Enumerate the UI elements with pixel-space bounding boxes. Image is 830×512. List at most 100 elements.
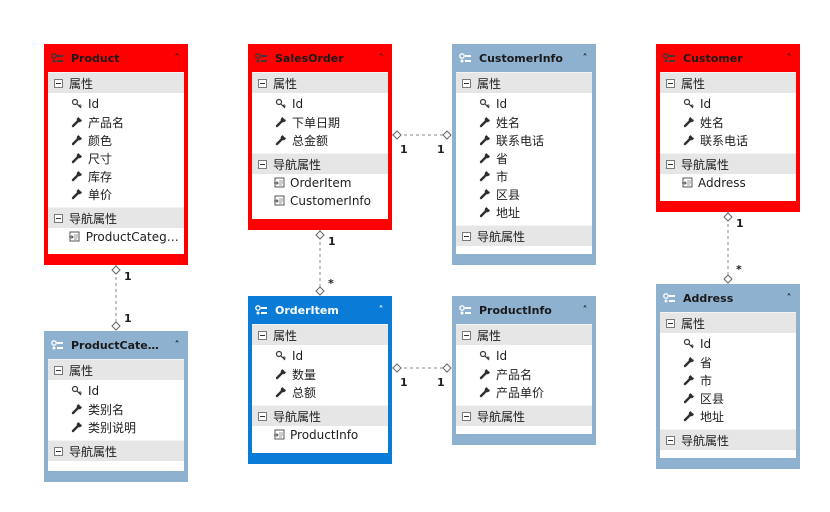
property-row[interactable]: Id [252, 95, 388, 113]
collapse-toggle-icon[interactable] [54, 446, 63, 456]
collapse-toggle-icon[interactable] [462, 78, 471, 88]
property-row[interactable]: 联系电话 [456, 131, 592, 149]
properties-section-header[interactable]: 属性 [48, 359, 184, 380]
entity-header[interactable]: ProductInfo˄ [453, 297, 595, 324]
property-row[interactable]: 姓名 [660, 113, 796, 131]
property-row[interactable]: 库存 [48, 167, 184, 185]
association-connector[interactable] [392, 130, 452, 140]
collapse-chevron-icon[interactable]: ˄ [786, 293, 792, 304]
collapse-chevron-icon[interactable]: ˄ [582, 305, 588, 316]
property-row[interactable]: Id [660, 335, 796, 353]
property-row[interactable]: 省 [660, 353, 796, 371]
collapse-toggle-icon[interactable] [666, 159, 675, 169]
navigation-property-row[interactable]: Address [660, 174, 796, 192]
entity-header[interactable]: OrderItem˄ [249, 297, 391, 324]
collapse-toggle-icon[interactable] [258, 159, 267, 169]
property-row[interactable]: 区县 [456, 185, 592, 203]
navigation-section-header[interactable]: 导航属性 [456, 405, 592, 426]
collapse-toggle-icon[interactable] [462, 231, 471, 241]
property-row[interactable]: 产品名 [48, 113, 184, 131]
collapse-toggle-icon[interactable] [462, 330, 471, 340]
property-row[interactable]: 联系电话 [660, 131, 796, 149]
association-connector[interactable] [315, 230, 325, 296]
property-row[interactable]: Id [456, 95, 592, 113]
collapse-toggle-icon[interactable] [258, 78, 267, 88]
property-row[interactable]: 数量 [252, 365, 388, 383]
collapse-chevron-icon[interactable]: ˄ [378, 53, 384, 64]
collapse-toggle-icon[interactable] [258, 411, 267, 421]
property-row[interactable]: 尺寸 [48, 149, 184, 167]
property-row[interactable]: 总金额 [252, 131, 388, 149]
property-row[interactable]: 类别名 [48, 400, 184, 418]
property-row[interactable]: 产品名 [456, 365, 592, 383]
navigation-property-row[interactable]: ProductInfo [252, 426, 388, 444]
navigation-section-header[interactable]: 导航属性 [48, 440, 184, 461]
properties-section-header[interactable]: 属性 [660, 72, 796, 93]
entity-icon [45, 339, 71, 352]
property-row[interactable]: 下单日期 [252, 113, 388, 131]
collapse-toggle-icon[interactable] [666, 435, 675, 445]
property-row[interactable]: 地址 [456, 203, 592, 221]
entity-header[interactable]: Address˄ [657, 285, 799, 312]
association-connector[interactable] [392, 363, 452, 373]
property-row[interactable]: 类别说明 [48, 418, 184, 436]
navigation-property-row[interactable]: OrderItem [252, 174, 388, 192]
property-row[interactable]: 颜色 [48, 131, 184, 149]
property-row[interactable]: Id [660, 95, 796, 113]
property-row[interactable]: 市 [660, 371, 796, 389]
property-row[interactable]: Id [252, 347, 388, 365]
properties-section-header[interactable]: 属性 [48, 72, 184, 93]
collapse-chevron-icon[interactable]: ˄ [582, 53, 588, 64]
property-row[interactable]: Id [48, 95, 184, 113]
collapse-toggle-icon[interactable] [462, 411, 471, 421]
property-row[interactable]: 总额 [252, 383, 388, 401]
collapse-toggle-icon[interactable] [54, 365, 63, 375]
navigation-property-row[interactable]: CustomerInfo [252, 192, 388, 210]
navigation-section-header[interactable]: 导航属性 [252, 153, 388, 174]
navigation-section-header[interactable]: 导航属性 [660, 153, 796, 174]
navigation-section-header[interactable]: 导航属性 [456, 225, 592, 246]
entity-header[interactable]: ProductCate…˄ [45, 332, 187, 359]
properties-section-header[interactable]: 属性 [660, 312, 796, 333]
collapse-chevron-icon[interactable]: ˄ [174, 340, 180, 351]
property-row[interactable]: Id [456, 347, 592, 365]
collapse-chevron-icon[interactable]: ˄ [786, 53, 792, 64]
association-connector[interactable] [723, 212, 733, 284]
entity-header[interactable]: CustomerInfo˄ [453, 45, 595, 72]
property-row[interactable]: 区县 [660, 389, 796, 407]
collapse-toggle-icon[interactable] [54, 213, 63, 223]
collapse-chevron-icon[interactable]: ˄ [174, 53, 180, 64]
navigation-section-header[interactable]: 导航属性 [660, 429, 796, 450]
property-row[interactable]: 单价 [48, 185, 184, 203]
property-row[interactable]: Id [48, 382, 184, 400]
navigation-section-header[interactable]: 导航属性 [48, 207, 184, 228]
property-row[interactable]: 产品单价 [456, 383, 592, 401]
property-row[interactable]: 省 [456, 149, 592, 167]
properties-section-header[interactable]: 属性 [252, 72, 388, 93]
entity-header[interactable]: Customer˄ [657, 45, 799, 72]
association-connector[interactable] [111, 265, 121, 331]
collapse-toggle-icon[interactable] [258, 330, 267, 340]
navigation-section-header[interactable]: 导航属性 [252, 405, 388, 426]
navigation-property-row[interactable]: ProductCatego… [48, 228, 184, 246]
properties-section-header[interactable]: 属性 [252, 324, 388, 345]
collapse-toggle-icon[interactable] [666, 318, 675, 328]
collapse-toggle-icon[interactable] [54, 78, 63, 88]
collapse-toggle-icon[interactable] [666, 78, 675, 88]
property-row[interactable]: 市 [456, 167, 592, 185]
properties-section-header[interactable]: 属性 [456, 324, 592, 345]
property-row[interactable]: 地址 [660, 407, 796, 425]
properties-section-header[interactable]: 属性 [456, 72, 592, 93]
entity-header[interactable]: SalesOrder˄ [249, 45, 391, 72]
property-row[interactable]: 姓名 [456, 113, 592, 131]
entity-header[interactable]: Product˄ [45, 45, 187, 72]
collapse-chevron-icon[interactable]: ˄ [378, 305, 384, 316]
